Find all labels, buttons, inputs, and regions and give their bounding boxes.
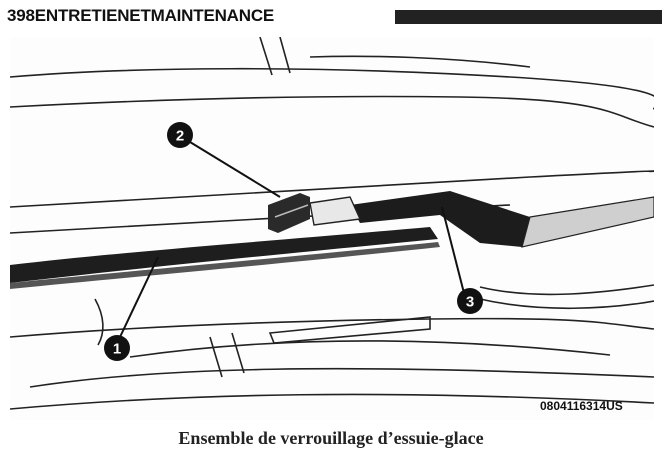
svg-text:3: 3 <box>466 294 474 311</box>
wiper-lock-diagram: 2 1 3 <box>10 37 654 410</box>
figure-caption: Ensemble de verrouillage d’essuie-glace <box>178 428 484 448</box>
svg-text:1: 1 <box>113 341 121 358</box>
svg-text:2: 2 <box>176 128 184 145</box>
lock-tab <box>268 193 310 233</box>
callout-2: 2 <box>167 122 193 148</box>
wiper-illustration: 2 1 3 <box>10 37 654 420</box>
wiper-arm <box>350 191 530 247</box>
figure-code: 0804116314US <box>540 399 623 413</box>
callout-3: 3 <box>457 288 483 314</box>
wiper-blade <box>10 227 438 283</box>
header-rule-bar <box>395 10 662 24</box>
running-header: 398ENTRETIENETMAINTENANCE <box>7 6 275 25</box>
callout-1: 1 <box>104 335 130 361</box>
